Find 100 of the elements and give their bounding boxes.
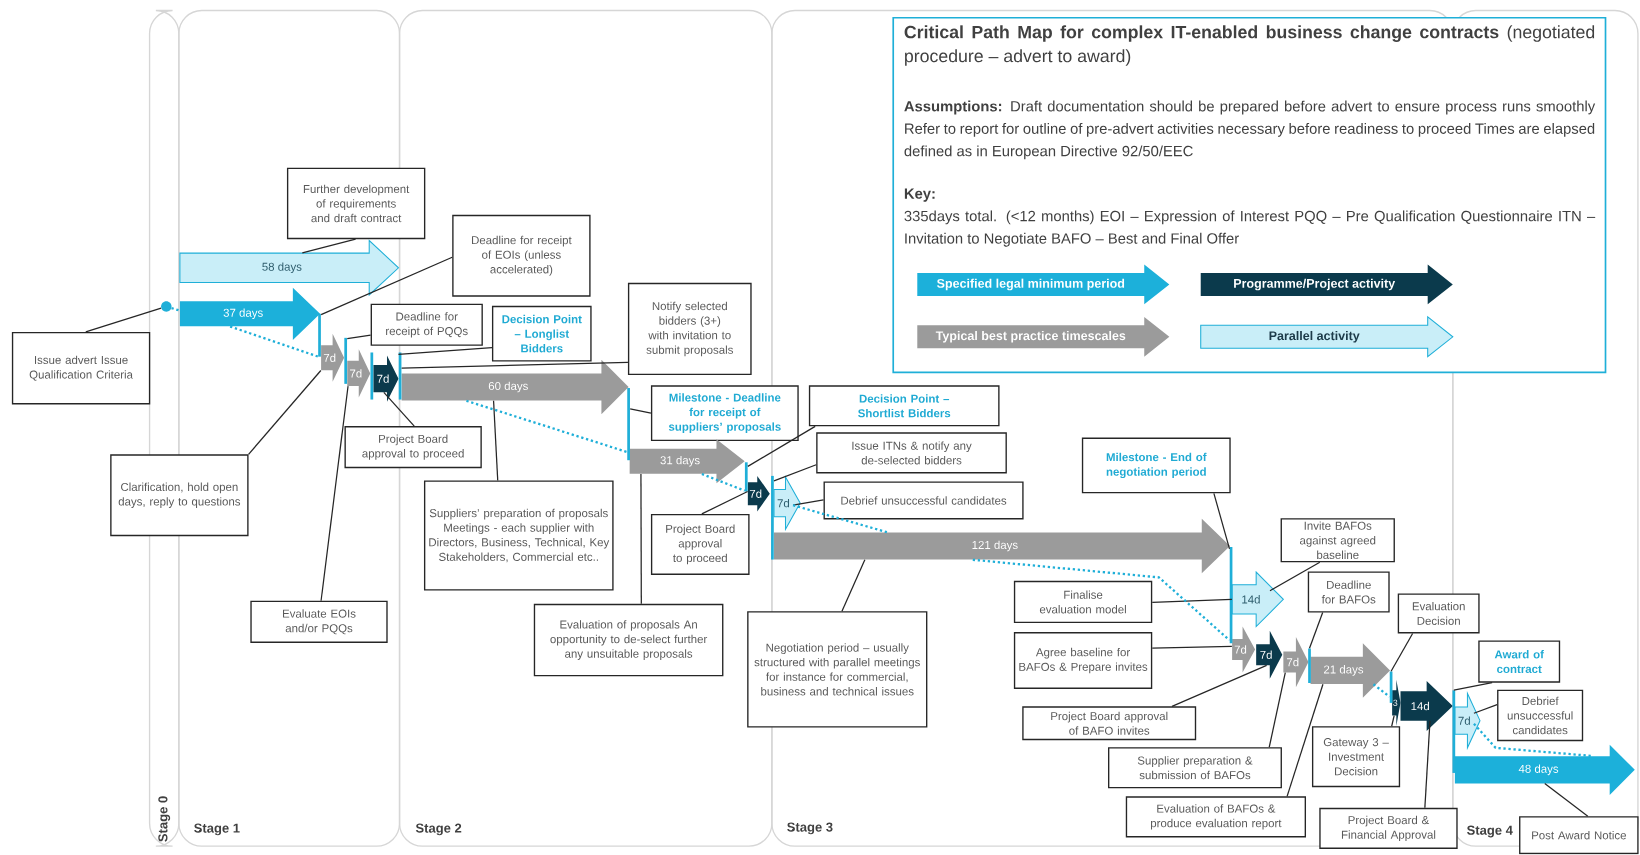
dotted-path-line	[171, 307, 181, 312]
milestone-marker	[370, 352, 374, 400]
milestone-marker	[744, 462, 748, 492]
leader-line	[1308, 612, 1324, 650]
duration-block: 7d	[1283, 637, 1309, 688]
leader-line	[1151, 645, 1233, 650]
callout-box: Supplier preparation & submission of BAFOs	[1108, 747, 1282, 789]
callout-box: Issue advert Issue Qualification Criteria	[11, 332, 151, 405]
duration-block: 31 days	[629, 439, 745, 484]
callout-box: Evaluation Decision	[1397, 593, 1480, 634]
duration-block: 14d	[1400, 681, 1453, 732]
leader-line	[320, 256, 453, 316]
duration-block: 58 days	[179, 239, 400, 297]
dotted-path-line	[466, 399, 628, 454]
dotted-path-line	[1473, 723, 1594, 758]
leader-line	[1473, 704, 1498, 715]
dotted-path-line	[792, 504, 888, 534]
leader-line	[1391, 715, 1395, 728]
duration-block: 60 days	[401, 360, 629, 415]
leader-line	[1171, 665, 1268, 708]
callout-box: Milestone - Deadline for receipt of suppliers’ proposals	[650, 385, 799, 442]
duration-block: 7d	[1256, 630, 1283, 680]
duration-block: 21 days	[1310, 643, 1391, 698]
callout-box: Gateway 3 – Investment Decision	[1311, 726, 1401, 788]
duration-block: 3	[1392, 680, 1401, 727]
callout-box: Debrief unsuccessful candidates	[823, 481, 1024, 520]
milestone-marker	[1452, 690, 1456, 774]
callout-box: Project Board & Financial Approval	[1319, 808, 1458, 850]
duration-block: 7d	[773, 475, 801, 532]
callout-box: Post Award Notice	[1519, 816, 1639, 855]
duration-block: 7d	[347, 349, 371, 398]
callout-box: Deadline for receipt of PQQs	[370, 303, 483, 347]
leader-line	[85, 307, 162, 333]
callout-box: Decision Point – Longlist Bidders	[491, 306, 592, 362]
callout-box: Evaluation of BAFOs & produce evaluation report	[1125, 796, 1306, 838]
note-text: Key:	[904, 188, 935, 202]
callout-box: Negotiation period – usually structured with parallel meetings for instance for commercial, business and technical issues	[747, 611, 928, 728]
callout-box: Milestone - End of negotiation period	[1081, 437, 1231, 494]
callout-box: Award of contract	[1478, 640, 1561, 683]
leader-line	[773, 464, 817, 482]
leader-line	[640, 473, 642, 605]
callout-box: Further development of requirements and draft contract	[286, 167, 426, 240]
callout-box: Suppliers’ preparation of proposals Meetings - each supplier with Directors, Business, Technical, Key Stakeholders, Commercial etc..	[423, 480, 614, 591]
leader-line	[629, 408, 652, 414]
milestone-marker	[1229, 547, 1233, 644]
leader-line	[1390, 633, 1414, 673]
dotted-path-line	[1372, 683, 1391, 698]
callout-box: Finalise evaluation model	[1013, 581, 1153, 624]
milestone-marker	[344, 338, 348, 385]
leader-line	[320, 385, 349, 602]
leader-line	[1544, 783, 1589, 818]
leader-line	[1453, 682, 1493, 691]
dotted-path-line	[972, 558, 1231, 642]
milestone-marker	[398, 352, 402, 400]
milestone-marker	[627, 388, 630, 461]
callout-box: Project Board approval of BAFO invites	[1022, 706, 1197, 741]
callout-box: Notify selected bidders (3+) with invitation to submit proposals	[627, 283, 752, 376]
duration-block: 7d	[1232, 626, 1256, 673]
duration-block: 14d	[1231, 571, 1285, 628]
leader-line	[383, 392, 415, 427]
callout-box: Evaluate EOIs and/or PQQs	[250, 600, 388, 644]
leader-line	[1268, 672, 1286, 749]
duration-block: 121 days	[774, 519, 1230, 574]
leader-line	[492, 400, 499, 482]
duration-block: 37 days	[179, 287, 321, 341]
leader-line	[1424, 720, 1431, 809]
legend-item: Programme/Project activity	[1200, 264, 1453, 305]
dotted-path-line	[701, 473, 746, 493]
milestone-marker	[1389, 671, 1393, 704]
callout-box: Decision Point – Shortlist Bidders	[808, 385, 1000, 427]
callout-box: Debrief unsuccessful candidates	[1497, 689, 1584, 742]
callout-box: Project Board approval to proceed	[344, 426, 482, 469]
leader-line	[401, 362, 629, 369]
leader-line	[1151, 598, 1233, 604]
legend-item: Typical best practice timescales	[917, 317, 1170, 357]
leader-line	[1213, 492, 1231, 550]
callout-box: Project Board approval to proceed	[650, 514, 750, 576]
duration-block: 7d	[373, 355, 399, 402]
legend-item: Specified legal minimum period	[917, 264, 1170, 305]
leader-line	[792, 499, 825, 507]
dotted-path-line	[229, 325, 320, 359]
milestone-marker	[771, 476, 774, 560]
leader-line	[701, 491, 749, 515]
leader-line	[247, 370, 322, 456]
milestone-marker	[1308, 648, 1311, 684]
leader-line	[346, 334, 372, 340]
milestone-marker	[318, 314, 321, 357]
leader-line	[747, 426, 816, 468]
callout-box: Deadline for receipt of EOIs (unless accelerated)	[452, 215, 591, 297]
duration-block: 48 days	[1454, 744, 1635, 796]
leader-line	[841, 559, 866, 613]
callout-box: Evaluation of proposals An opportunity to de-select further any unsuitable proposals	[533, 604, 724, 677]
duration-block: 7d	[321, 333, 345, 382]
callout-box: Clarification, hold open days, reply to questions	[110, 454, 249, 537]
callout-box: Invite BAFOs against agreed baseline	[1280, 518, 1395, 563]
callout-box: Issue ITNs & notify any de-selected bidders	[816, 432, 1007, 474]
legend-item: Parallel activity	[1200, 316, 1454, 358]
leader-line	[397, 347, 493, 356]
callout-box: Deadline for BAFOs	[1307, 571, 1390, 613]
duration-block: 7d	[747, 476, 770, 512]
